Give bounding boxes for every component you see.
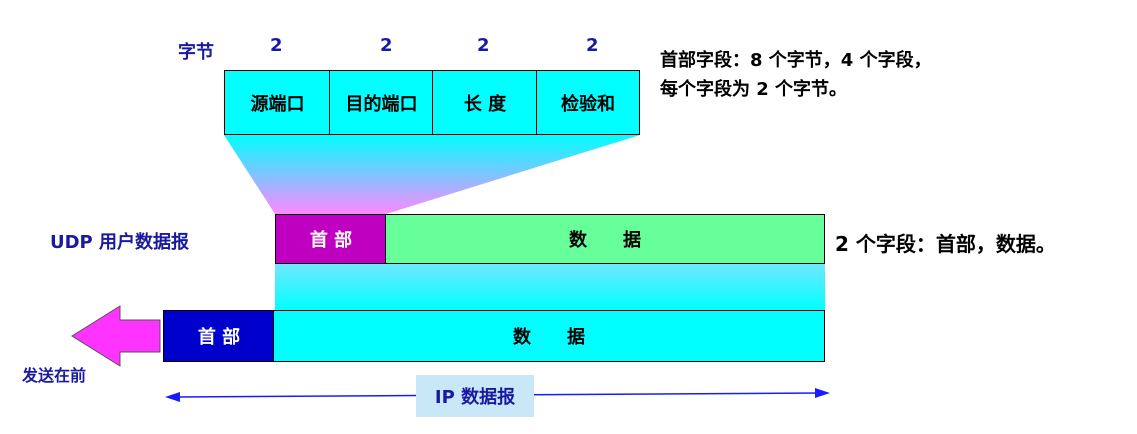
header-note-line2: 每个字段为 2 个字节。 (660, 79, 848, 100)
field-length-label: 长 度 (463, 93, 507, 115)
field-source-port: 源端口 (224, 70, 331, 135)
header-note: 首部字段：8 个字节，4 个字段， 每个字段为 2 个字节。 (660, 46, 932, 104)
byte-count-source-port: 2 (270, 35, 283, 56)
ip-span-arrowhead-right (815, 388, 830, 398)
ip-header-block: 首 部 (163, 310, 275, 362)
ip-header-label: 首 部 (197, 327, 241, 348)
ip-span-arrowhead-left (165, 392, 180, 402)
ip-data-label: 数 据 (513, 327, 585, 348)
send-first-label: 发送在前 (22, 366, 87, 385)
byte-count-checksum: 2 (586, 35, 599, 56)
field-dest-port-label: 目的端口 (345, 93, 418, 115)
udp-to-ip-band (275, 264, 825, 310)
ip-datagram-label-text: IP 数据报 (434, 387, 516, 408)
field-source-port-label: 源端口 (250, 93, 305, 115)
udp-note: 2 个字段：首部，数据。 (835, 232, 1056, 256)
field-checksum: 检验和 (536, 70, 640, 135)
udp-data-label: 数 据 (569, 230, 641, 251)
udp-header-label: 首 部 (309, 230, 353, 251)
header-expansion-fan (224, 135, 640, 214)
ip-datagram-label: IP 数据报 (416, 375, 534, 417)
field-length: 长 度 (432, 70, 538, 135)
udp-datagram-label: UDP 用户数据报 (50, 232, 190, 253)
ip-data-block: 数 据 (273, 310, 825, 362)
byte-count-dest-port: 2 (380, 35, 393, 56)
byte-count-length: 2 (477, 35, 490, 56)
bytes-label: 字节 (178, 42, 214, 63)
udp-header-block: 首 部 (275, 214, 387, 264)
udp-data-block: 数 据 (385, 214, 825, 264)
field-dest-port: 目的端口 (329, 70, 434, 135)
send-first-arrow (71, 305, 161, 367)
field-checksum-label: 检验和 (561, 93, 615, 115)
header-note-line1: 首部字段：8 个字节，4 个字段， (660, 50, 932, 71)
